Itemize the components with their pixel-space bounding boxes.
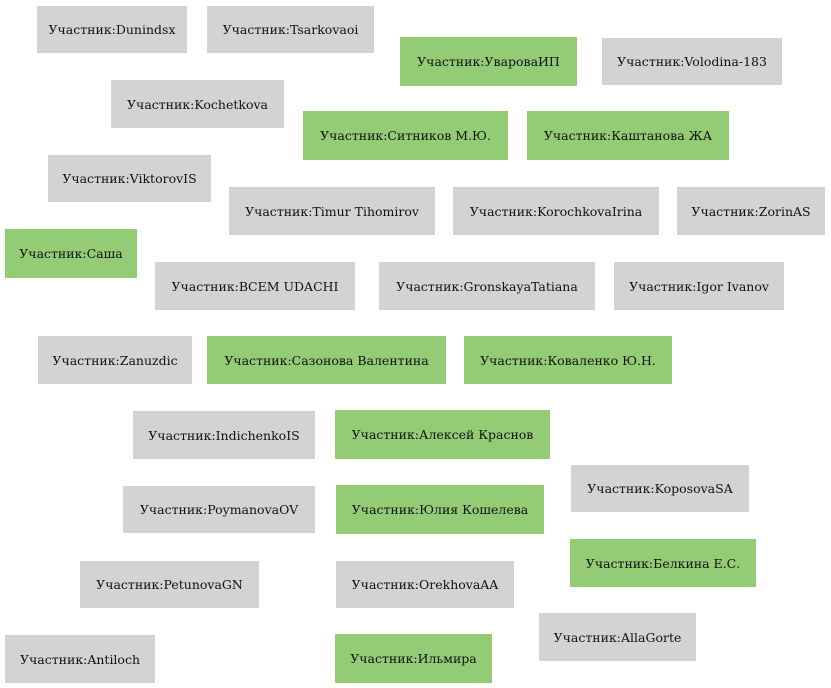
node-allagorte[interactable]: Участник:AllaGorte: [539, 613, 696, 661]
node-sazonova[interactable]: Участник:Сазонова Валентина: [207, 336, 446, 384]
node-vsem-udachi[interactable]: Участник:ВСЕМ UDACHI: [155, 262, 355, 310]
node-antiloch[interactable]: Участник:Antiloch: [5, 635, 155, 683]
node-zanuzdic[interactable]: Участник:Zanuzdic: [38, 336, 192, 384]
node-volodina-183[interactable]: Участник:Volodina-183: [602, 38, 782, 85]
node-poymanovaov[interactable]: Участник:PoymanovaOV: [123, 486, 315, 533]
node-korochkovairina[interactable]: Участник:KorochkovaIrina: [453, 187, 659, 235]
node-gronskayatatiana[interactable]: Участник:GronskayaTatiana: [379, 262, 595, 310]
node-viktorovis[interactable]: Участник:ViktorovIS: [48, 155, 211, 202]
node-ilmira[interactable]: Участник:Ильмира: [335, 634, 492, 683]
node-orekhovaaa[interactable]: Участник:OrekhovaAA: [336, 561, 514, 608]
node-zorinas[interactable]: Участник:ZorinAS: [677, 187, 825, 235]
node-koposovasa[interactable]: Участник:KoposovaSA: [571, 465, 749, 512]
node-belkina[interactable]: Участник:Белкина Е.С.: [570, 539, 756, 587]
node-igor-ivanov[interactable]: Участник:Igor Ivanov: [614, 262, 784, 310]
node-kashtanova[interactable]: Участник:Каштанова ЖА: [527, 111, 729, 160]
node-petunovagn[interactable]: Участник:PetunovaGN: [80, 561, 259, 608]
node-aleksey-krasnov[interactable]: Участник:Алексей Краснов: [335, 410, 550, 459]
node-tsarkovaoi[interactable]: Участник:Tsarkovaoi: [207, 6, 374, 53]
node-kochetkova[interactable]: Участник:Kochetkova: [111, 80, 284, 128]
node-sitnikov[interactable]: Участник:Ситников М.Ю.: [303, 111, 508, 160]
node-kovalenko[interactable]: Участник:Коваленко Ю.Н.: [464, 336, 672, 384]
node-dunindsx[interactable]: Участник:Dunindsх: [37, 6, 187, 53]
node-yulia-kosheleva[interactable]: Участник:Юлия Кошелева: [336, 485, 544, 534]
node-timur-tihomirov[interactable]: Участник:Timur Tihomirov: [229, 187, 435, 235]
node-uvarovaip[interactable]: Участник:УвароваИП: [400, 37, 577, 86]
node-sasha[interactable]: Участник:Саша: [5, 229, 137, 278]
node-indichenkois[interactable]: Участник:IndichenkoIS: [133, 411, 315, 459]
